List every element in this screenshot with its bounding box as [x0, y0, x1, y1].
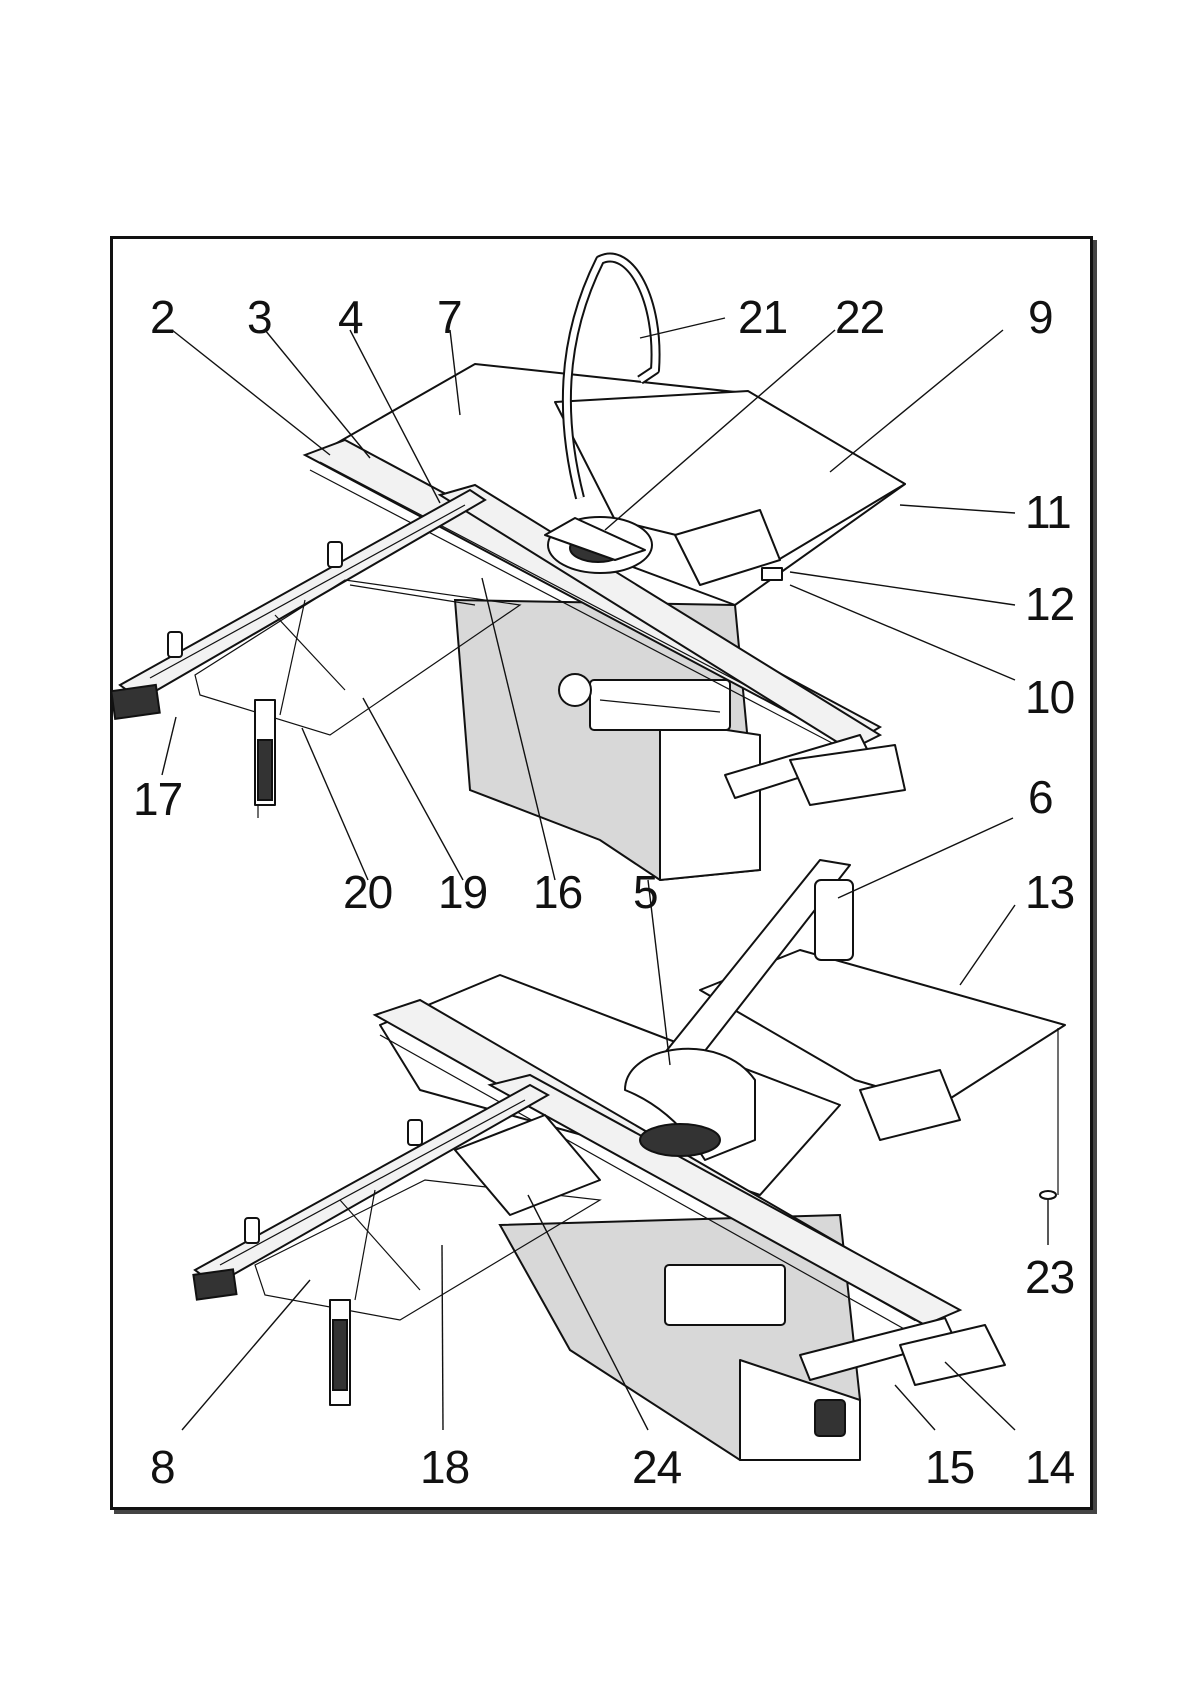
callout-17: 17 [133, 773, 182, 825]
callout-8: 8 [150, 1441, 175, 1493]
callout-12: 12 [1025, 578, 1074, 630]
lower-machine-icon [193, 860, 1065, 1460]
callout-21: 21 [738, 291, 787, 343]
callout-14: 14 [1025, 1441, 1075, 1493]
callout-18: 18 [420, 1441, 469, 1493]
callout-4: 4 [338, 291, 363, 343]
callout-7: 7 [437, 291, 462, 343]
callout-13: 13 [1025, 866, 1074, 918]
callout-22: 22 [835, 291, 884, 343]
upper-machine-icon [111, 258, 905, 880]
callout-23: 23 [1025, 1251, 1074, 1303]
callout-20: 20 [343, 866, 392, 918]
callout-15: 15 [925, 1441, 974, 1493]
callout-24: 24 [632, 1441, 682, 1493]
callout-6: 6 [1028, 771, 1053, 823]
callout-5: 5 [633, 866, 658, 918]
callout-9: 9 [1028, 291, 1053, 343]
callout-16: 16 [533, 866, 582, 918]
callout-3: 3 [247, 291, 272, 343]
callout-11: 11 [1025, 486, 1071, 538]
callout-10: 10 [1025, 671, 1074, 723]
callout-2: 2 [150, 291, 175, 343]
callout-19: 19 [438, 866, 487, 918]
